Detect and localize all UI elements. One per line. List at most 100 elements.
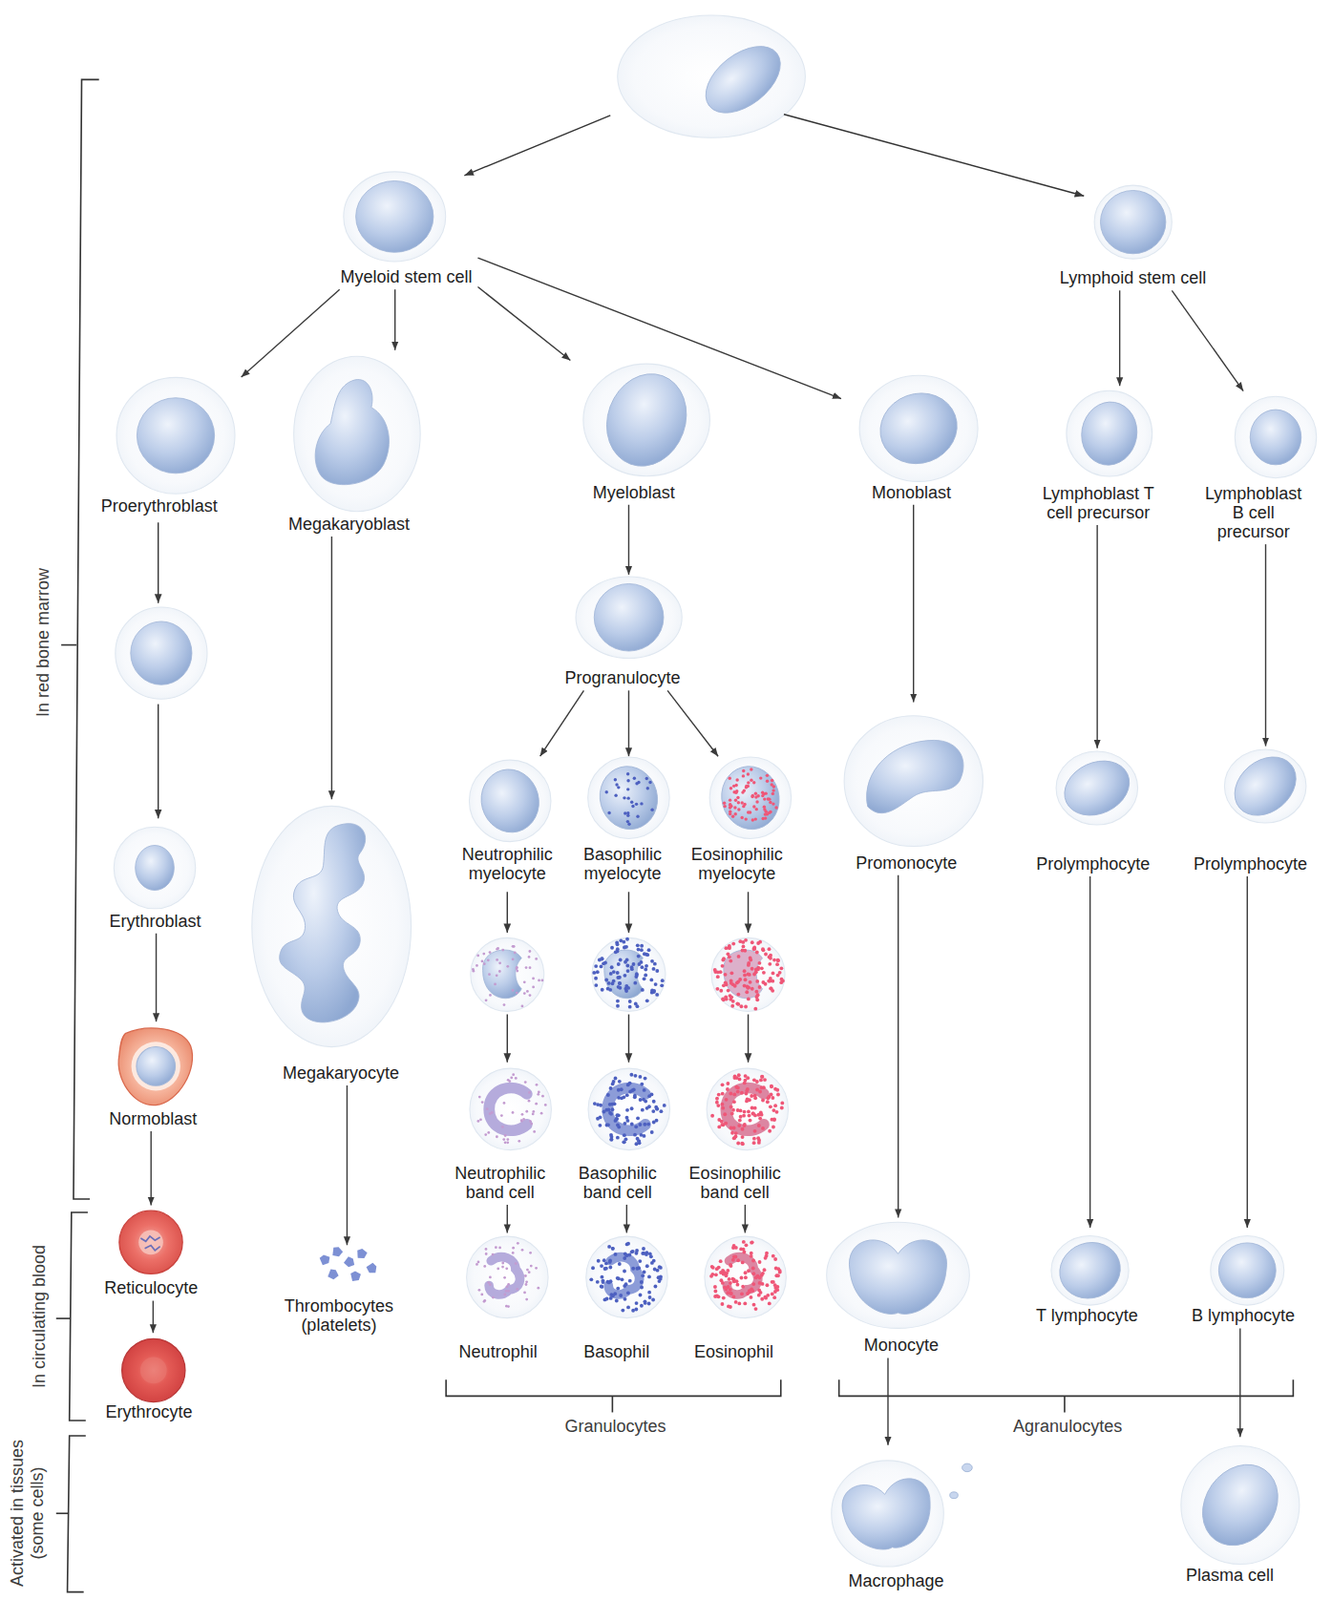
granule bbox=[749, 1094, 754, 1099]
granule bbox=[616, 1125, 621, 1130]
granule bbox=[716, 970, 720, 974]
granule bbox=[740, 1285, 745, 1290]
granule bbox=[732, 1093, 737, 1098]
granule bbox=[596, 1259, 601, 1264]
granule bbox=[740, 1292, 744, 1297]
granule bbox=[613, 1252, 617, 1257]
cell-drawing bbox=[105, 1023, 200, 1110]
cell-node: Neutrophilic band cell bbox=[441, 1066, 560, 1203]
granule bbox=[604, 1262, 609, 1267]
granule bbox=[750, 794, 754, 798]
cell-nucleus bbox=[607, 1088, 646, 1132]
arrow-line bbox=[628, 891, 630, 933]
granule bbox=[767, 1302, 772, 1307]
granule bbox=[602, 1259, 607, 1264]
cell-halo bbox=[116, 378, 235, 495]
granule bbox=[713, 1295, 718, 1300]
granule bbox=[739, 1276, 743, 1281]
granule bbox=[637, 1122, 642, 1127]
granule bbox=[762, 1256, 767, 1261]
granule bbox=[729, 971, 734, 975]
granule bbox=[506, 1141, 509, 1145]
granule bbox=[761, 805, 765, 809]
granule bbox=[646, 786, 650, 790]
cell-nucleus bbox=[315, 379, 389, 485]
granule bbox=[728, 1288, 733, 1292]
granule bbox=[615, 999, 620, 1004]
granule bbox=[741, 1250, 746, 1255]
granule bbox=[650, 959, 655, 964]
bracket bbox=[67, 1436, 86, 1593]
granule bbox=[634, 803, 638, 806]
cell-drawing bbox=[798, 1447, 994, 1572]
granule bbox=[591, 1267, 595, 1271]
granule bbox=[761, 971, 766, 975]
granule bbox=[613, 950, 618, 954]
granule bbox=[750, 1289, 755, 1294]
granule bbox=[539, 1112, 543, 1116]
granule bbox=[761, 947, 765, 952]
granule bbox=[624, 1116, 629, 1121]
cell-label: Thrombocytes (platelets) bbox=[276, 1296, 402, 1335]
granule bbox=[738, 1119, 742, 1123]
cell-label: Prolymphocyte bbox=[1033, 854, 1153, 874]
cell-halo bbox=[1234, 396, 1317, 479]
granule bbox=[498, 1247, 502, 1250]
granule bbox=[773, 1258, 778, 1263]
granule bbox=[599, 957, 604, 962]
arrow-connector bbox=[628, 505, 630, 575]
granule bbox=[751, 1141, 756, 1145]
granule bbox=[528, 966, 532, 970]
granule bbox=[647, 1094, 652, 1099]
granule bbox=[620, 1309, 625, 1313]
granule bbox=[633, 777, 636, 781]
granule bbox=[616, 985, 621, 990]
cell-drawing bbox=[274, 1247, 404, 1296]
granule bbox=[720, 996, 725, 1001]
granule bbox=[626, 986, 631, 991]
cell-nucleus bbox=[1218, 1243, 1276, 1299]
cell-label: Lymphoid stem cell bbox=[1057, 268, 1209, 288]
granule bbox=[776, 958, 781, 963]
bracket bbox=[839, 1379, 1294, 1396]
cell-nucleus bbox=[483, 950, 523, 999]
granule bbox=[610, 965, 614, 970]
granule bbox=[770, 792, 774, 796]
cell-nucleus bbox=[593, 583, 664, 652]
granule bbox=[625, 964, 630, 969]
granule bbox=[639, 948, 644, 952]
granule bbox=[488, 951, 492, 954]
granule bbox=[757, 1261, 762, 1266]
granule bbox=[528, 950, 531, 953]
granule bbox=[725, 1087, 730, 1092]
granule bbox=[740, 1091, 744, 1096]
granule bbox=[771, 785, 775, 789]
granule bbox=[741, 804, 745, 808]
arrow-connector bbox=[667, 690, 719, 757]
granule bbox=[615, 975, 620, 980]
granule bbox=[729, 786, 733, 790]
cell-label: Erythrocyte bbox=[103, 1402, 196, 1422]
cell-nucleus bbox=[1077, 398, 1142, 470]
granule bbox=[753, 1007, 758, 1012]
granule bbox=[733, 1131, 738, 1136]
arrow-connector bbox=[1119, 290, 1121, 386]
granule bbox=[648, 1252, 653, 1257]
granule bbox=[616, 962, 621, 967]
cell-halo bbox=[1210, 1236, 1285, 1307]
granule bbox=[741, 1114, 746, 1119]
granule bbox=[765, 798, 769, 802]
granule bbox=[761, 1085, 766, 1090]
granule bbox=[736, 1259, 740, 1264]
granule bbox=[751, 1259, 756, 1264]
granule bbox=[617, 1262, 622, 1267]
granule bbox=[750, 967, 755, 972]
granule bbox=[714, 1273, 719, 1278]
granule bbox=[750, 1112, 755, 1117]
granule bbox=[770, 1096, 775, 1100]
granule bbox=[516, 1242, 520, 1246]
granule bbox=[484, 1133, 487, 1137]
granule bbox=[512, 945, 516, 949]
granule bbox=[767, 962, 772, 967]
